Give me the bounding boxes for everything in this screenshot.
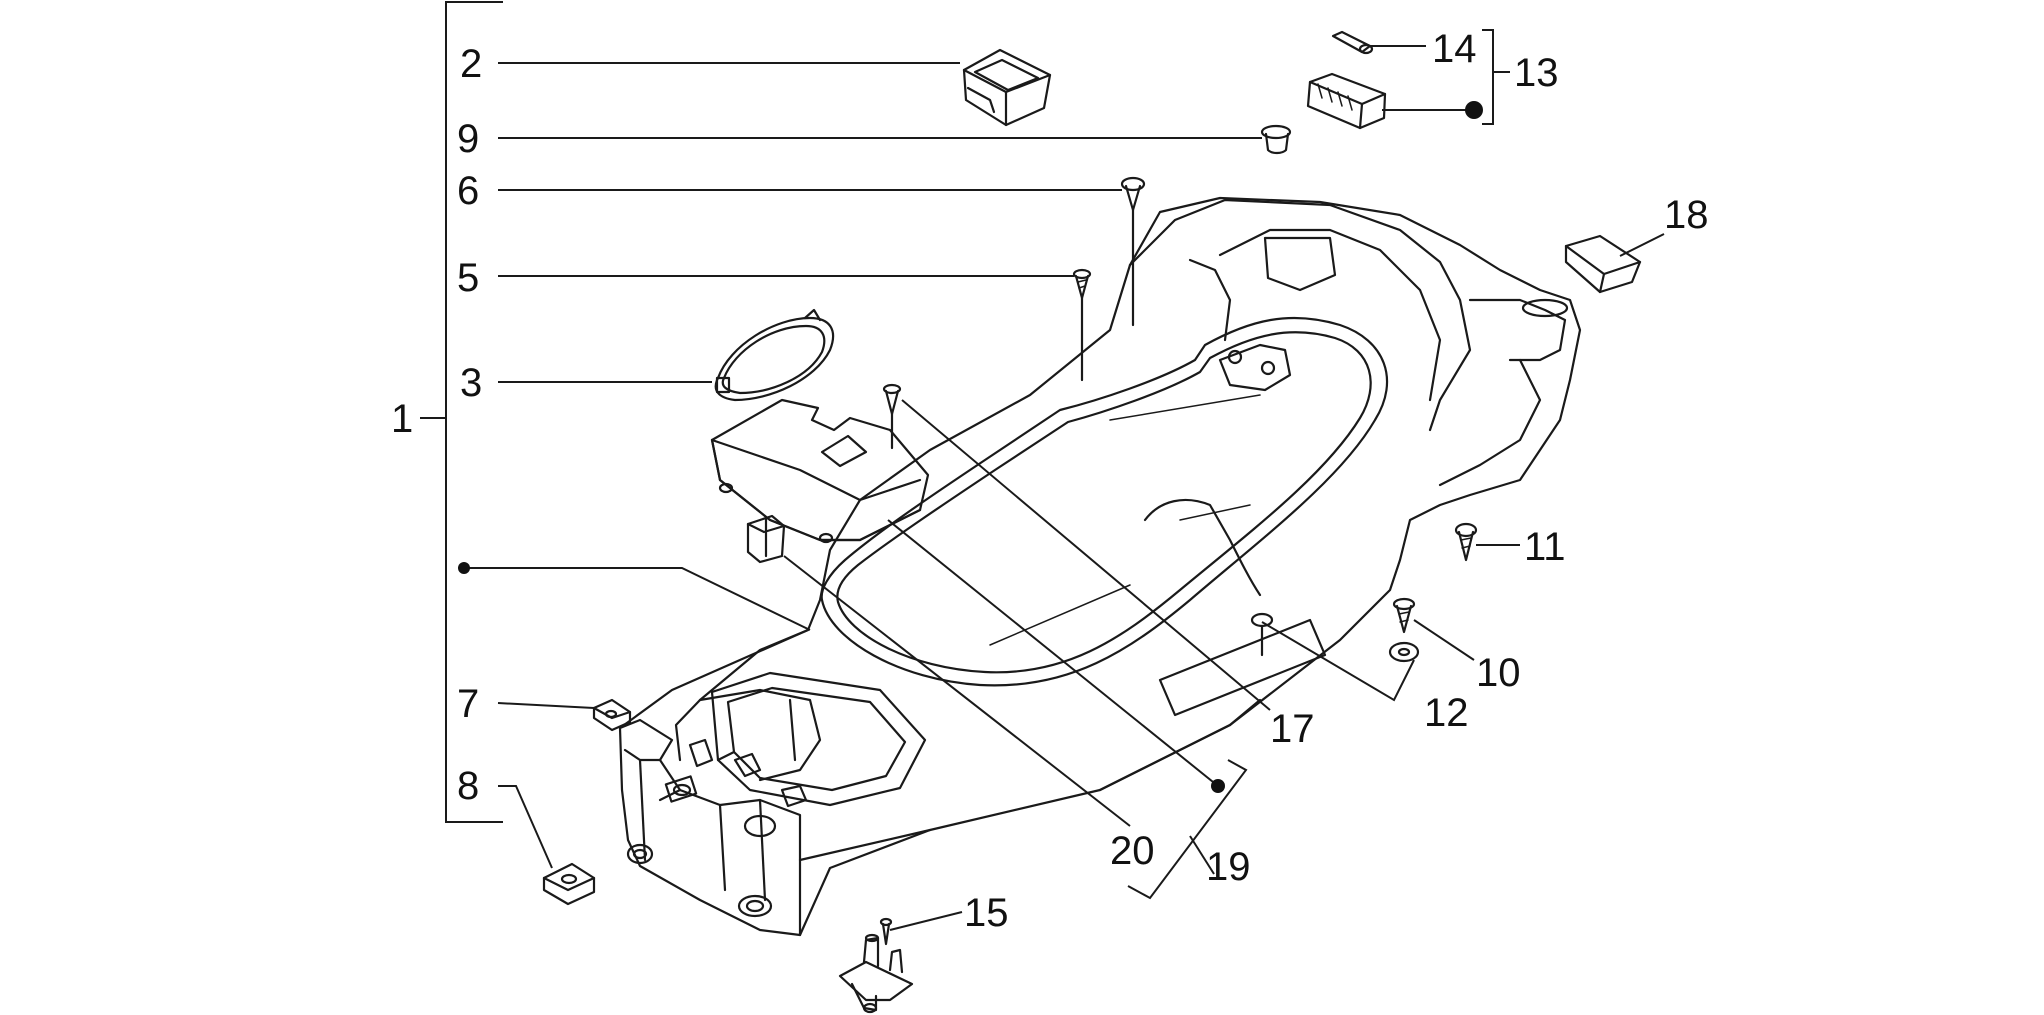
part-20-clip [746, 514, 786, 564]
reference-dots [458, 101, 1483, 793]
leader-19-bracket [1127, 759, 1248, 900]
part-6-screw [1120, 176, 1146, 327]
dot-kit-19-reference [1211, 779, 1225, 793]
leader-body [466, 567, 811, 631]
leader-19a [887, 519, 1219, 787]
callout-8: 8 [457, 764, 479, 808]
part-12-washer [1388, 641, 1420, 663]
callout-11: 11 [1524, 525, 1566, 569]
part-15-hinge-bracket [838, 917, 914, 1014]
callout-12: 12 [1424, 691, 1469, 735]
part-11-screw [1454, 522, 1478, 562]
callout-15: 15 [964, 891, 1009, 935]
leader-18 [1619, 233, 1665, 257]
callout-20: 20 [1110, 829, 1155, 873]
part-3-oval-gasket [714, 308, 835, 402]
part-17-cover-plate [710, 383, 930, 544]
leader-20 [783, 555, 1131, 827]
leader-lines [466, 45, 1665, 931]
leader-10 [1413, 619, 1475, 661]
bracket-assembly-1 [420, 1, 503, 823]
callout-17: 17 [1270, 707, 1315, 751]
callout-numbers: 1 2 9 6 5 3 7 8 14 13 18 11 10 12 17 20 … [391, 27, 1709, 935]
dot-kit-13-reference [1465, 101, 1483, 119]
leader-12 [1261, 621, 1415, 702]
callout-5: 5 [457, 256, 479, 300]
underseat-compartment-body [618, 196, 1582, 937]
part-10-screw [1392, 597, 1416, 634]
dot-body-reference [458, 562, 470, 574]
part-2-tray [962, 48, 1052, 127]
callout-13: 13 [1514, 51, 1559, 95]
part-5-screw [1072, 268, 1092, 382]
callout-3: 3 [460, 361, 482, 405]
callout-2: 2 [460, 42, 482, 86]
callout-9: 9 [457, 117, 479, 161]
leader-15 [889, 911, 963, 931]
leader-19b [1189, 835, 1215, 875]
leader-8 [498, 785, 553, 869]
leader-7 [497, 702, 595, 709]
callout-6: 6 [457, 169, 479, 213]
callout-19: 19 [1206, 845, 1251, 889]
callout-10: 10 [1476, 651, 1521, 695]
part-18-cap [1564, 234, 1642, 294]
part-13-latch-block [1306, 72, 1387, 130]
callout-1: 1 [391, 397, 413, 441]
leader-17 [901, 399, 1271, 711]
bracket-kit-13 [1482, 29, 1510, 125]
callout-18: 18 [1664, 193, 1709, 237]
part-7-clip-nut [592, 698, 632, 732]
callout-14: 14 [1432, 27, 1477, 71]
callout-7: 7 [457, 682, 479, 726]
part-9-grommet [1260, 124, 1292, 155]
part-14-pin [1331, 30, 1374, 55]
part-8-clip-bracket [542, 862, 596, 906]
